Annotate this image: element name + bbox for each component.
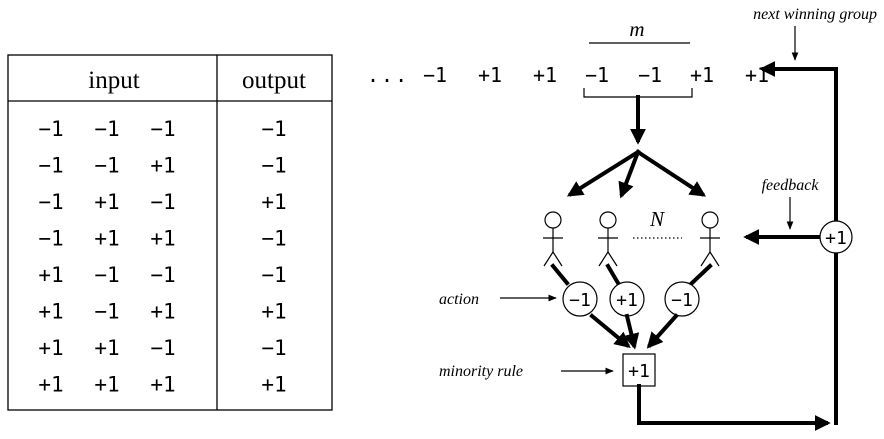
loop-arrow <box>759 61 838 425</box>
input-cell: −1 <box>150 336 175 360</box>
action-3-arrow <box>646 313 679 349</box>
sequence-item: +1 <box>478 63 502 87</box>
output-cell: −1 <box>261 227 286 251</box>
input-cell: −1 <box>94 117 119 141</box>
input-cell: +1 <box>38 336 63 360</box>
output-cell: −1 <box>261 263 286 287</box>
table-body: −1−1−1−1−1−1+1−1−1+1−1+1−1+1+1−1+1−1−1−1… <box>38 117 286 397</box>
table-row: +1 +1 +1 +1 <box>38 373 286 397</box>
broadcast-arrow-left <box>566 149 641 197</box>
table-row: −1 −1 +1 −1 <box>38 154 286 178</box>
history-sequence: ... −1 +1 +1 −1 −1 +1 +1 <box>367 63 769 87</box>
input-cell: −1 <box>150 190 175 214</box>
sequence-items: −1 +1 +1 −1 −1 +1 +1 <box>423 63 769 87</box>
output-cell: −1 <box>261 117 286 141</box>
sequence-ellipsis: ... <box>367 63 409 87</box>
table-row: +1 −1 −1 −1 <box>38 263 286 287</box>
memory-length-label: m <box>629 17 644 41</box>
input-cell: +1 <box>94 227 119 251</box>
strategy-table: input output −1−1−1−1−1−1+1−1−1+1−1+1−1+… <box>7 54 333 411</box>
action-node-1: −1 <box>562 281 598 317</box>
output-cell: +1 <box>261 300 286 324</box>
feedback-value: +1 <box>825 228 847 249</box>
table-row: −1 −1 −1 −1 <box>38 117 286 141</box>
input-cell: −1 <box>94 300 119 324</box>
agent-count-label: N <box>649 207 665 231</box>
action-1-arrow <box>589 313 631 349</box>
minority-rule-label: minority rule <box>439 363 523 380</box>
action-node-2: +1 <box>609 281 645 317</box>
table-row: −1 +1 +1 −1 <box>38 227 286 251</box>
agent-1-to-action <box>550 263 570 286</box>
input-cell: −1 <box>94 154 119 178</box>
agent-2 <box>598 211 618 267</box>
minority-game-diagram: ... −1 +1 +1 −1 −1 +1 +1 m <box>367 6 877 431</box>
input-cell: +1 <box>94 190 119 214</box>
input-header: input <box>88 67 139 94</box>
action-value-1: −1 <box>569 290 591 311</box>
input-cell: −1 <box>38 117 63 141</box>
input-cell: −1 <box>38 190 63 214</box>
sequence-item: −1 <box>423 63 447 87</box>
input-cell: +1 <box>150 300 175 324</box>
input-cell: +1 <box>94 373 119 397</box>
feedback-label: feedback <box>762 177 820 194</box>
table-border <box>7 54 333 411</box>
feedback-node: +1 <box>819 220 853 254</box>
input-cell: +1 <box>38 373 63 397</box>
sequence-item: +1 <box>745 63 769 87</box>
action-label: action <box>439 291 479 308</box>
action-node-3: −1 <box>664 281 700 317</box>
result-arrow <box>637 384 831 431</box>
output-cell: −1 <box>261 336 286 360</box>
minority-value: +1 <box>628 361 650 382</box>
input-cell: −1 <box>38 227 63 251</box>
minority-rule-box: +1 <box>622 353 656 387</box>
agent-3 <box>700 211 720 267</box>
sequence-item: +1 <box>533 63 557 87</box>
input-cell: +1 <box>150 227 175 251</box>
table-row: +1 −1 +1 +1 <box>38 300 286 324</box>
input-cell: +1 <box>94 336 119 360</box>
input-cell: −1 <box>150 117 175 141</box>
input-cell: +1 <box>38 263 63 287</box>
input-cell: −1 <box>150 263 175 287</box>
agent-1 <box>543 211 563 267</box>
agent-2-to-action <box>605 263 621 286</box>
input-cell: −1 <box>94 263 119 287</box>
action-2-arrow <box>623 313 640 350</box>
sequence-item: +1 <box>690 63 714 87</box>
broadcast-arrow-right <box>635 149 707 197</box>
input-cell: +1 <box>38 300 63 324</box>
input-cell: −1 <box>38 154 63 178</box>
output-cell: −1 <box>261 154 286 178</box>
action-value-2: +1 <box>616 290 638 311</box>
action-value-3: −1 <box>671 290 693 311</box>
agent-3-to-action <box>689 263 713 286</box>
table-row: −1 +1 −1 +1 <box>38 190 286 214</box>
input-cell: +1 <box>150 154 175 178</box>
output-cell: +1 <box>261 373 286 397</box>
input-cell: +1 <box>150 373 175 397</box>
sequence-item: −1 <box>638 63 662 87</box>
broadcast-arrow-middle <box>618 149 641 199</box>
table-row: +1 +1 −1 −1 <box>38 336 286 360</box>
sequence-item: −1 <box>585 63 609 87</box>
next-winning-group-label: next winning group <box>753 6 877 23</box>
output-header: output <box>242 67 306 94</box>
output-cell: +1 <box>261 190 286 214</box>
